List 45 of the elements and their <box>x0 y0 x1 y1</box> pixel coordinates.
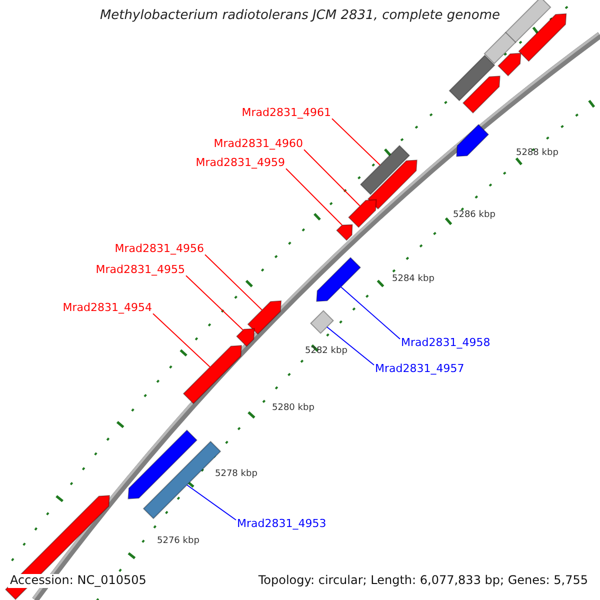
gene-feature <box>448 54 496 102</box>
tick-label: 5284 kbp <box>392 274 434 284</box>
diagram-title: Methylobacterium radiotolerans JCM 2831, complete genome <box>100 9 500 24</box>
leader-line <box>286 168 342 226</box>
gene-feature <box>247 300 282 335</box>
gene-label: Mrad2831_4961 <box>242 107 331 120</box>
accession-text: Accession: NC_010505 <box>8 574 148 588</box>
leader-line <box>186 484 236 520</box>
tick-label: 5278 kbp <box>215 469 258 480</box>
tick-label: 5286 kbp <box>453 210 496 220</box>
leader-line <box>326 326 374 366</box>
gene-label: Mrad2831_4957 <box>375 363 464 376</box>
gene-feature <box>456 124 490 157</box>
gene-label: Mrad2831_4956 <box>114 243 204 256</box>
gene-label: Mrad2831_4954 <box>62 302 152 315</box>
genome-info-text: Topology: circular; Length: 6,077,833 bp; Genes: 5,755 <box>256 574 590 588</box>
gene-feature <box>498 52 522 76</box>
leader-line <box>304 149 360 206</box>
tick-label: 5288 kbp <box>516 148 558 158</box>
tick-label: 5276 kbp <box>157 536 200 546</box>
tick-label: 5280 kbp <box>272 403 314 414</box>
leader-line <box>332 118 380 166</box>
tick-label: 5282 kbp <box>305 346 348 356</box>
gene-feature <box>336 224 353 242</box>
leader-line <box>186 275 244 330</box>
gene-feature <box>462 76 500 114</box>
leader-line <box>204 254 262 310</box>
leader-line <box>340 286 400 340</box>
gene-feature <box>518 13 567 62</box>
gene-label: Mrad2831_4955 <box>96 264 185 277</box>
gene-feature <box>348 199 377 228</box>
gene-label: Mrad2831_4960 <box>214 138 303 151</box>
gene-feature <box>128 430 198 500</box>
gene-label: Mrad2831_4953 <box>237 518 326 531</box>
gene-feature <box>504 0 552 44</box>
gene-feature <box>316 256 362 302</box>
gene-feature <box>182 344 242 404</box>
gene-feature <box>236 328 255 347</box>
gene-feature <box>360 144 410 196</box>
gene-feature <box>484 32 516 64</box>
gene-feature <box>367 160 418 210</box>
gene-feature <box>310 310 334 334</box>
leader-line <box>152 313 210 368</box>
gene-label: Mrad2831_4958 <box>401 337 490 350</box>
gene-label: Mrad2831_4959 <box>196 157 285 170</box>
